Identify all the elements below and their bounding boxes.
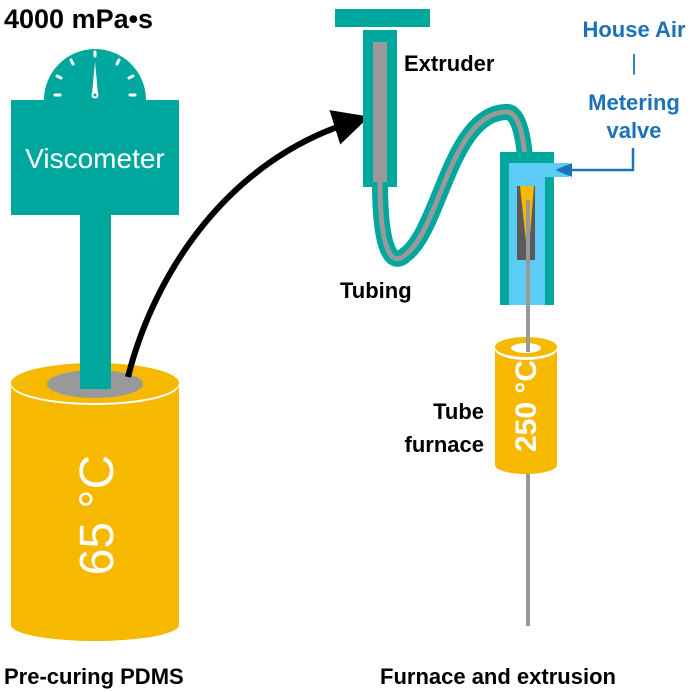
connector-line: | — [631, 50, 637, 75]
viscometer-dial-icon — [44, 49, 146, 100]
furnace-temperature: 250 °C — [510, 360, 543, 452]
house-air-label: House Air — [582, 17, 686, 42]
tubing-label: Tubing — [340, 278, 412, 303]
spinneret-housing — [500, 152, 569, 305]
left-caption: Pre-curing PDMS — [4, 664, 184, 689]
viscometer-body — [11, 100, 179, 215]
tubing — [372, 104, 536, 267]
transfer-arrow-icon — [125, 110, 370, 378]
air-supply-line — [555, 148, 635, 177]
extruder-label: Extruder — [404, 51, 495, 76]
viscometer-label: Viscometer — [25, 143, 165, 174]
metering-valve-label-line2: valve — [606, 118, 661, 143]
air-arrow-icon — [555, 163, 572, 177]
extruder-barrel — [373, 42, 387, 182]
metering-valve-label-line1: Metering — [588, 90, 680, 115]
viscometer-spindle — [80, 214, 111, 389]
viscosity-reading: 4000 mPa•s — [4, 4, 153, 34]
tube-furnace — [495, 337, 557, 474]
bath-temperature: 65 °C — [71, 455, 124, 576]
furnace-label-line2: furnace — [405, 432, 484, 457]
furnace-label-line1: Tube — [433, 399, 484, 424]
right-caption: Furnace and extrusion — [380, 664, 616, 689]
extruder-plunger-handle — [335, 9, 430, 27]
extruder — [335, 9, 430, 187]
